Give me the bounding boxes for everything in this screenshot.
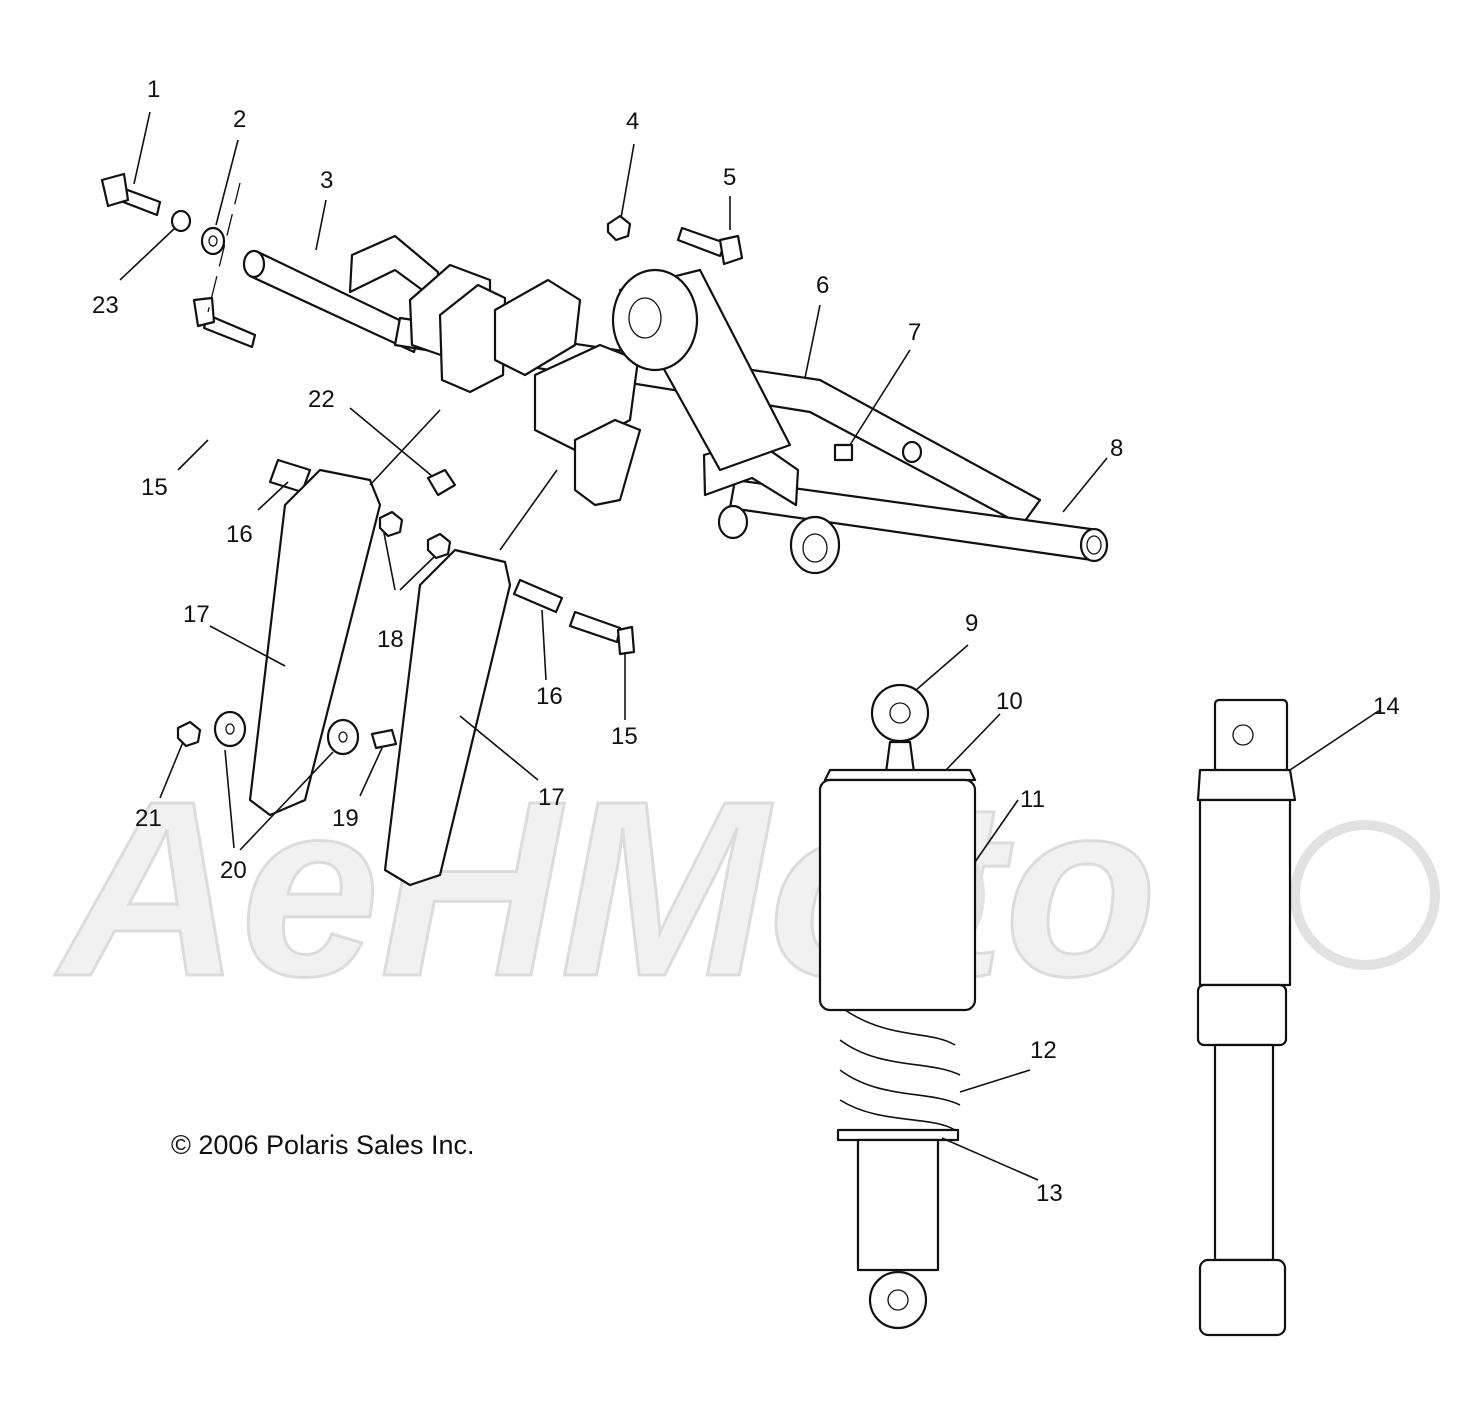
callout-2: 2	[233, 106, 246, 133]
shock-cap-10	[823, 768, 977, 782]
bolt-5-head	[718, 234, 744, 266]
shock-lower-body	[856, 1138, 940, 1272]
spring-seat-13	[836, 1128, 960, 1142]
fitting-7-mount	[901, 440, 923, 464]
bolt-15-lower	[568, 610, 622, 644]
hardware	[100, 172, 854, 756]
callout-17-right: 17	[538, 784, 565, 811]
spacer-16-lower	[512, 578, 564, 614]
shock-14-collar	[1196, 768, 1297, 802]
bolt-1-head	[100, 172, 130, 208]
shock-assembly-left	[818, 683, 977, 1330]
callout-7: 7	[908, 319, 921, 346]
mount-plate-c	[493, 278, 582, 377]
callout-23: 23	[92, 292, 119, 319]
callout-11: 11	[1020, 786, 1045, 813]
torque-arm-assembly	[242, 234, 1109, 575]
callout-13: 13	[1036, 1180, 1063, 1207]
shaft-8-end	[1079, 527, 1109, 563]
callout-10: 10	[996, 688, 1023, 715]
shock-assembly-right	[1196, 698, 1297, 1337]
callout-6: 6	[816, 272, 829, 299]
copyright-text: © 2006 Polaris Sales Inc.	[171, 1130, 475, 1160]
bolt-5	[676, 226, 727, 258]
callout-3: 3	[320, 167, 333, 194]
callout-5: 5	[723, 164, 736, 191]
assembled-shock-top	[611, 268, 699, 372]
shock-body-11	[818, 778, 977, 1012]
callout-1: 1	[147, 76, 160, 103]
callout-14: 14	[1373, 693, 1400, 720]
shock-14-top	[1213, 698, 1289, 774]
nut-18a	[378, 510, 404, 538]
leader-lines	[119, 111, 1381, 1181]
shock-eye-9	[870, 683, 930, 743]
watermark-text: AeHMoto	[54, 749, 1157, 1028]
bolt-15-lower-head	[616, 625, 636, 656]
link-17-right	[383, 548, 512, 887]
washer-23	[170, 209, 192, 233]
bolt-15-upper-head	[192, 296, 216, 328]
mount-plate-e	[573, 418, 642, 507]
callout-16-upper: 16	[226, 521, 253, 548]
nut-4	[606, 214, 632, 242]
washer-2	[200, 226, 226, 256]
washer-20a	[213, 710, 247, 748]
callout-8: 8	[1110, 435, 1123, 462]
callouts: 1 2 3 4 5 6 7 8 9 10 11 12 13 14 15 15 1…	[92, 76, 1400, 1207]
callout-19: 19	[332, 805, 359, 832]
grease-fitting-7	[833, 443, 854, 462]
callout-16-lower: 16	[536, 683, 563, 710]
mount-plate-b	[438, 283, 507, 394]
shock-14-nut	[1196, 983, 1288, 1047]
nut-18b	[426, 532, 452, 560]
callout-15-upper: 15	[141, 474, 168, 501]
shock-14-rod	[1213, 1043, 1275, 1262]
callout-20: 20	[220, 857, 247, 884]
spring-12	[839, 1009, 961, 1131]
links-17	[248, 468, 512, 887]
pin-19	[370, 728, 398, 750]
callout-12: 12	[1030, 1037, 1057, 1064]
shock-14-body	[1198, 798, 1292, 987]
grease-fitting-22	[426, 468, 457, 497]
shock-14-eye	[1198, 1258, 1287, 1337]
assembled-shock-eye	[789, 515, 841, 575]
callout-22: 22	[308, 386, 335, 413]
nut-21	[176, 720, 202, 748]
callout-15-lower: 15	[611, 723, 638, 750]
pivot-end	[717, 504, 749, 540]
washer-20b	[326, 718, 360, 756]
shock-lower-eye	[868, 1270, 928, 1330]
callout-17-left: 17	[183, 601, 210, 628]
rear-shaft-end	[242, 249, 266, 279]
callout-9: 9	[965, 610, 978, 637]
callout-4: 4	[626, 108, 639, 135]
callout-21: 21	[135, 805, 162, 832]
callout-18: 18	[377, 626, 404, 653]
